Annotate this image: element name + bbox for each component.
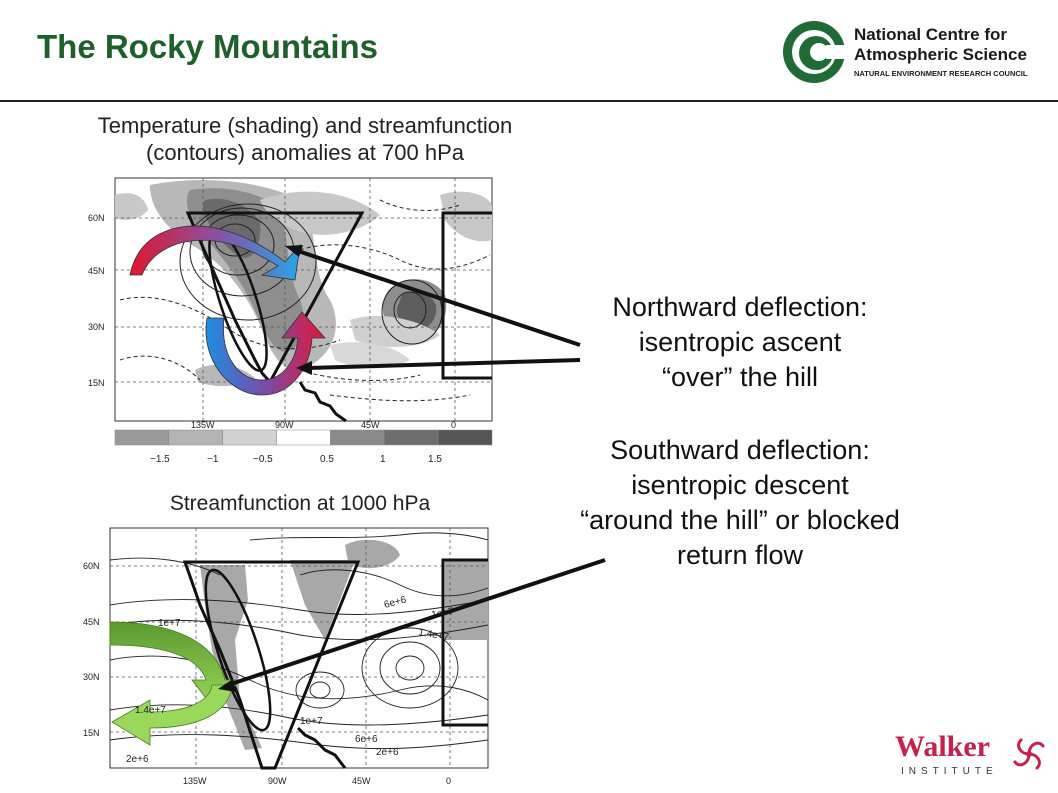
colorbar-swatch-6	[437, 429, 493, 446]
figure1-colorbar	[114, 429, 493, 446]
northward-note: Northward deflection: isentropic ascent …	[545, 290, 935, 395]
colorbar-swatch-5	[384, 429, 439, 446]
figure2-y-ticks: 60N 45N 30N 15N	[83, 561, 100, 738]
figure1-x-ticks: 135W 90W 45W 0	[191, 420, 456, 430]
ncas-logo: National Centre for Atmospheric Science …	[778, 17, 1053, 87]
ascent-loop-arrow-icon	[205, 311, 326, 396]
colorbar-label-3: 0.5	[320, 454, 334, 465]
colorbar-label-4: 1	[380, 454, 386, 465]
figure2-greenland-mask	[441, 558, 488, 727]
northward-arrow-icon	[129, 225, 301, 281]
figure1-greenland-mask	[441, 211, 492, 380]
pointer-line-south	[224, 558, 606, 688]
south-note-line-2: isentropic descent	[631, 470, 849, 500]
southward-note: Southward deflection: isentropic descent…	[535, 433, 945, 573]
fig2-ytick-2: 30N	[83, 672, 100, 682]
walker-swirl-icon	[1013, 738, 1045, 770]
figure1-map	[114, 177, 493, 423]
logo-line-1: National Centre for	[854, 25, 1008, 44]
figure1-colorbar-labels: −1.5 −1 −0.5 0.5 1 1.5	[150, 454, 442, 465]
figure2-contours	[110, 532, 488, 750]
figure2-coast-mask	[296, 726, 347, 769]
fig2-xtick-0: 135W	[183, 776, 207, 786]
fig1-ytick-0: 60N	[88, 213, 105, 223]
slide-title: The Rocky Mountains	[37, 28, 379, 65]
north-note-line-1: Northward deflection:	[612, 292, 868, 322]
fig1-xtick-3: 0	[451, 420, 456, 430]
figure1-coast-mask	[298, 381, 347, 423]
return-flow-arrow-icon	[111, 684, 233, 746]
ncas-swirl-icon	[783, 21, 850, 83]
contour-label-8: 2e+6	[126, 754, 149, 765]
walker-word: Walker	[895, 730, 990, 763]
figure1-caption-line-2: (contours) anomalies at 700 hPa	[146, 140, 464, 165]
pointer-line-north-upper	[294, 248, 581, 347]
south-note-line-1: Southward deflection:	[610, 435, 870, 465]
fig1-xtick-0: 135W	[191, 420, 215, 430]
fig2-xtick-1: 90W	[268, 776, 287, 786]
fig2-ytick-3: 15N	[83, 728, 100, 738]
fig2-ytick-1: 45N	[83, 617, 100, 627]
figure1-caption: Temperature (shading) and streamfunction…	[30, 112, 580, 166]
colorbar-label-2: −0.5	[253, 454, 273, 465]
figure1-y-ticks: 60N 45N 30N 15N	[88, 213, 105, 388]
figure1-rockies-mask	[185, 211, 365, 385]
logo-line-3: NATURAL ENVIRONMENT RESEARCH COUNCIL	[854, 69, 1028, 78]
fig1-xtick-2: 45W	[361, 420, 380, 430]
logo-line-2: Atmospheric Science	[854, 45, 1027, 64]
figure1-contours	[119, 199, 491, 402]
colorbar-label-1: −1	[207, 454, 219, 465]
figure2-grid	[110, 528, 488, 768]
colorbar-swatch-0	[114, 429, 170, 446]
colorbar-swatch-4	[330, 429, 385, 446]
figure2-rockies-mask	[182, 560, 361, 770]
south-note-line-3: “around the hill” or blocked	[580, 505, 900, 535]
figure2-caption: Streamfunction at 1000 hPa	[169, 492, 431, 515]
pointer-lines	[224, 248, 606, 688]
fig1-ytick-2: 30N	[88, 322, 105, 332]
pointer-line-north-lower	[307, 358, 581, 370]
south-note-line-4: return flow	[676, 540, 804, 570]
colorbar-label-0: −1.5	[150, 454, 170, 465]
pointer-head-north-upper-icon	[285, 245, 303, 257]
colorbar-swatch-3	[276, 429, 331, 446]
contour-label-7: 2e+6	[376, 747, 399, 758]
figure1-caption-line-1: Temperature (shading) and streamfunction	[97, 113, 513, 138]
pointer-head-north-lower-icon	[296, 361, 312, 375]
figure2-x-ticks: 135W 90W 45W 0	[183, 776, 451, 786]
contour-label-4: 1.4e+7	[135, 705, 166, 716]
walker-institute-logo: Walker INSTITUTE	[893, 730, 1053, 785]
contour-label-5: 1e+7	[300, 716, 323, 727]
colorbar-label-5: 1.5	[428, 454, 442, 465]
north-note-line-2: isentropic ascent	[638, 327, 842, 357]
pointer-heads	[218, 245, 312, 692]
header-rule	[0, 100, 1058, 102]
figure2-shading	[200, 539, 488, 750]
pointer-head-south-icon	[218, 679, 236, 692]
colorbar-swatch-1	[168, 429, 223, 446]
contour-label-3: 1.4e+7	[417, 627, 450, 643]
contour-label-0: 1e+7	[158, 618, 181, 629]
fig2-xtick-3: 0	[446, 776, 451, 786]
walker-sub: INSTITUTE	[901, 766, 998, 777]
fig2-ytick-0: 60N	[83, 561, 100, 571]
fig1-ytick-3: 15N	[88, 378, 105, 388]
colorbar-swatch-2	[222, 429, 277, 446]
figure1-grid	[115, 178, 492, 421]
fig1-ytick-1: 45N	[88, 266, 105, 276]
figure2-map: 1e+7 6e+6 1e+7 1.4e+7 1.4e+7 1e+7 6e+6 2…	[109, 527, 489, 770]
fig2-xtick-2: 45W	[352, 776, 371, 786]
contour-label-6: 6e+6	[355, 734, 378, 745]
north-note-line-3: “over” the hill	[661, 362, 819, 392]
fig1-xtick-1: 90W	[275, 420, 294, 430]
figure2-mountain-ellipse	[204, 568, 272, 732]
